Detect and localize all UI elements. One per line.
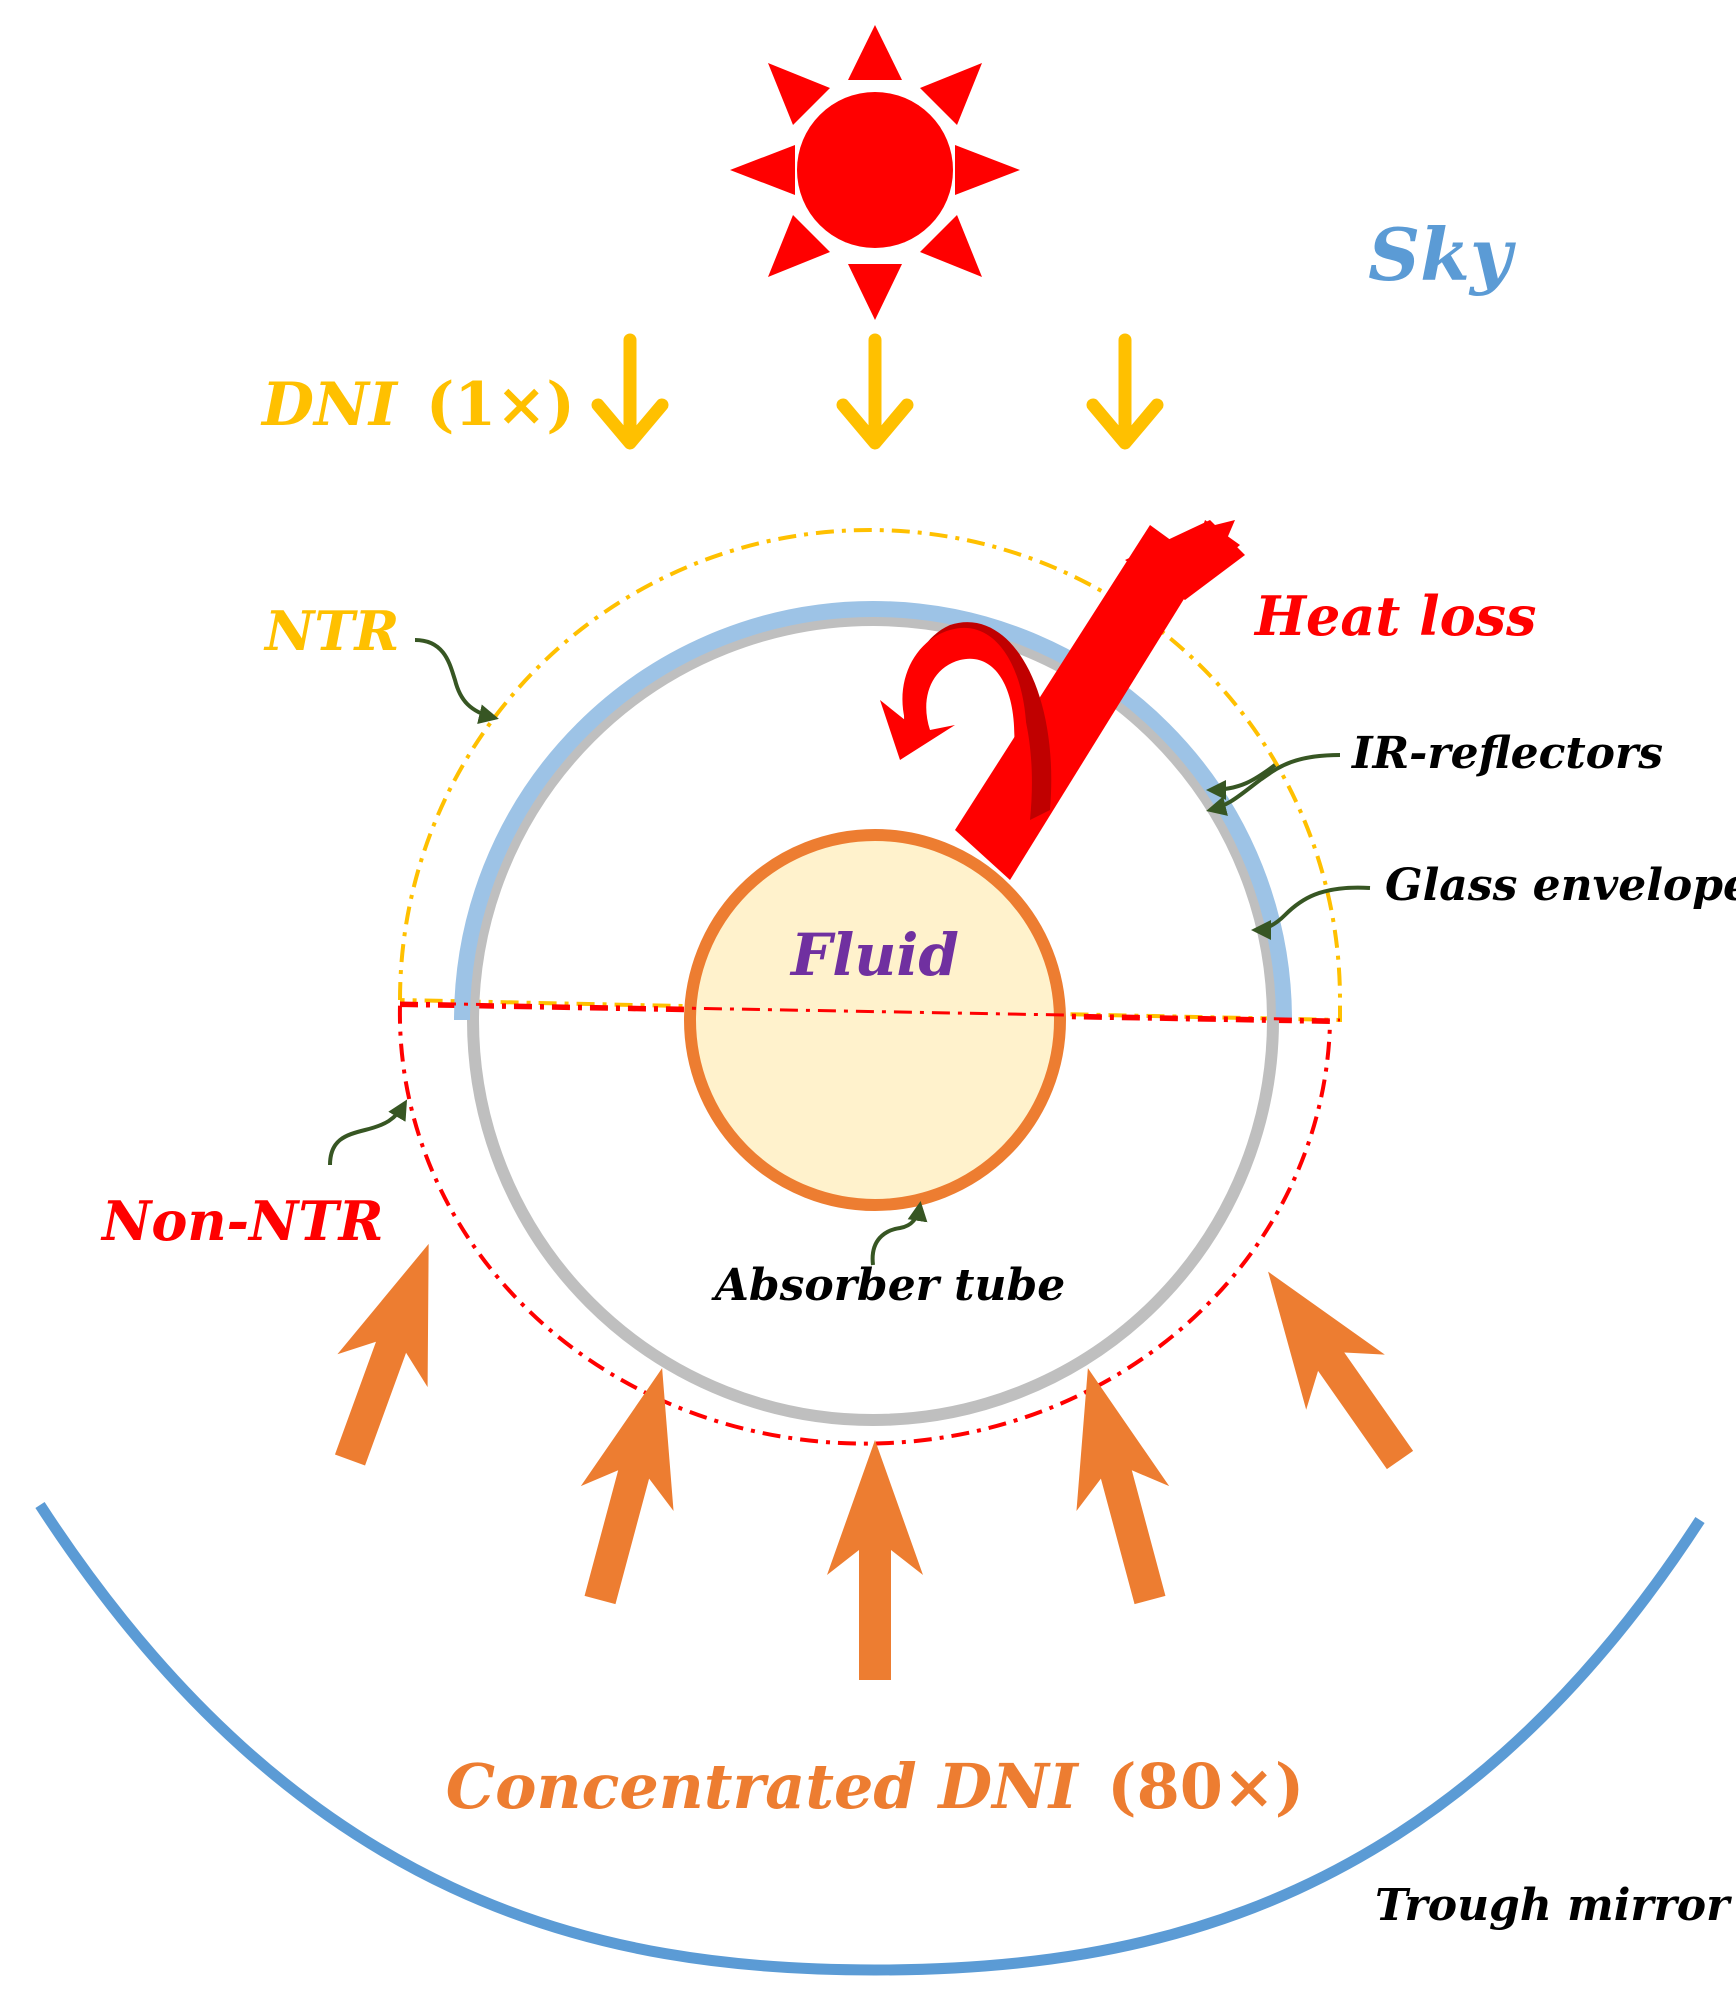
sky-label: Sky xyxy=(1368,212,1516,297)
region-divider xyxy=(399,1001,1341,1022)
heat-loss-arrow xyxy=(955,520,1245,880)
concentrated-dni-label-text: Concentrated DNI xyxy=(446,1750,1080,1823)
ntr-label: NTR xyxy=(263,599,399,663)
glass-envelope-label: Glass envelope xyxy=(1385,860,1736,911)
concentrated-dni-arrow xyxy=(1076,1368,1170,1605)
fluid-label: Fluid xyxy=(789,921,959,989)
sun-icon xyxy=(730,25,1020,320)
non-ntr-boundary-line xyxy=(397,1003,1333,1446)
concentrated-dni-label-multiplier: (80×) xyxy=(1107,1750,1304,1823)
glass-envelope-pointer xyxy=(1251,885,1371,940)
dni-label-text: DNI xyxy=(260,370,399,440)
ntr-boundary-line xyxy=(398,528,1342,1023)
dni-label-multiplier: (1×) xyxy=(426,370,575,440)
heat-loss-arrowhead xyxy=(1195,520,1235,555)
heat-loss-curved-arrow xyxy=(880,622,1052,820)
ir-reflector-coating xyxy=(454,601,1292,1021)
absorber-tube xyxy=(684,829,1066,1211)
concentrated-dni-arrow xyxy=(827,1440,923,1680)
ntr-pointer xyxy=(414,638,499,724)
glass-envelope xyxy=(467,614,1279,1426)
ir-reflectors-pointer-2 xyxy=(1206,763,1277,800)
non-ntr-pointer xyxy=(328,1099,408,1166)
dni-arrow xyxy=(836,333,914,450)
concentrated-dni-label: Concentrated DNI (80×) xyxy=(446,1750,1304,1823)
non-ntr-label: Non-NTR xyxy=(100,1189,383,1253)
concentrated-dni-arrow xyxy=(334,1243,429,1466)
absorber-tube-label: Absorber tube xyxy=(711,1260,1066,1311)
dni-arrow xyxy=(591,333,669,450)
concentrated-dni-arrow xyxy=(580,1368,674,1605)
ir-reflectors-label: IR-reflectors xyxy=(1350,728,1663,779)
ir-reflectors-pointer xyxy=(1206,753,1341,816)
trough-mirror-label: Trough mirror xyxy=(1375,1880,1732,1931)
dni-label: DNI (1×) xyxy=(260,370,575,440)
absorber-tube-pointer xyxy=(870,1201,928,1266)
concentrated-dni-arrows xyxy=(334,1243,1414,1680)
dni-arrows xyxy=(591,333,1164,450)
dni-arrow xyxy=(1086,333,1164,450)
heat-loss-label: Heat loss xyxy=(1253,584,1536,648)
trough-mirror xyxy=(35,1502,1705,1976)
concentrated-dni-arrow xyxy=(1268,1271,1414,1470)
